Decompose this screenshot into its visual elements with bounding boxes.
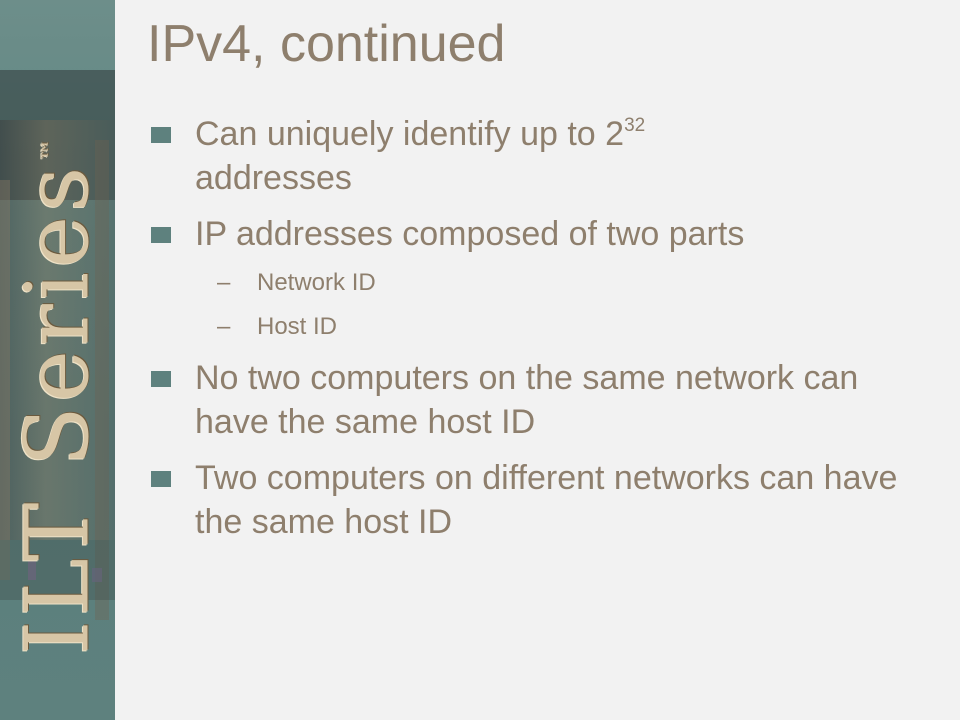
bullet-item: IP addresses composed of two parts xyxy=(147,212,937,256)
bullet-item: No two computers on the same network can… xyxy=(147,356,937,444)
dash-bullet-icon: – xyxy=(217,313,231,340)
sidebar-banner: ILT Series™ xyxy=(0,0,115,720)
bullet-item: Can uniquely identify up to 232 addresse… xyxy=(147,112,937,200)
trademark-symbol: ™ xyxy=(38,134,64,161)
superscript-exponent: 32 xyxy=(624,115,646,136)
ilt-series-logo: ILT Series™ xyxy=(5,134,109,656)
sub-bullet-item: – Network ID xyxy=(217,269,376,296)
bullet-item: Two computers on different networks can … xyxy=(147,456,937,544)
sub-bullet-item: – Host ID xyxy=(217,313,338,340)
square-bullet-icon xyxy=(151,127,171,143)
dash-bullet-icon: – xyxy=(217,269,231,296)
square-bullet-icon xyxy=(151,371,171,387)
sidebar-decoration xyxy=(0,70,115,620)
square-bullet-icon xyxy=(151,227,171,243)
bullet-list: Can uniquely identify up to 232 addresse… xyxy=(147,112,937,556)
square-bullet-icon xyxy=(151,471,171,487)
slide-content: IPv4, continued Can uniquely identify up… xyxy=(115,0,960,720)
slide-title: IPv4, continued xyxy=(147,15,506,73)
